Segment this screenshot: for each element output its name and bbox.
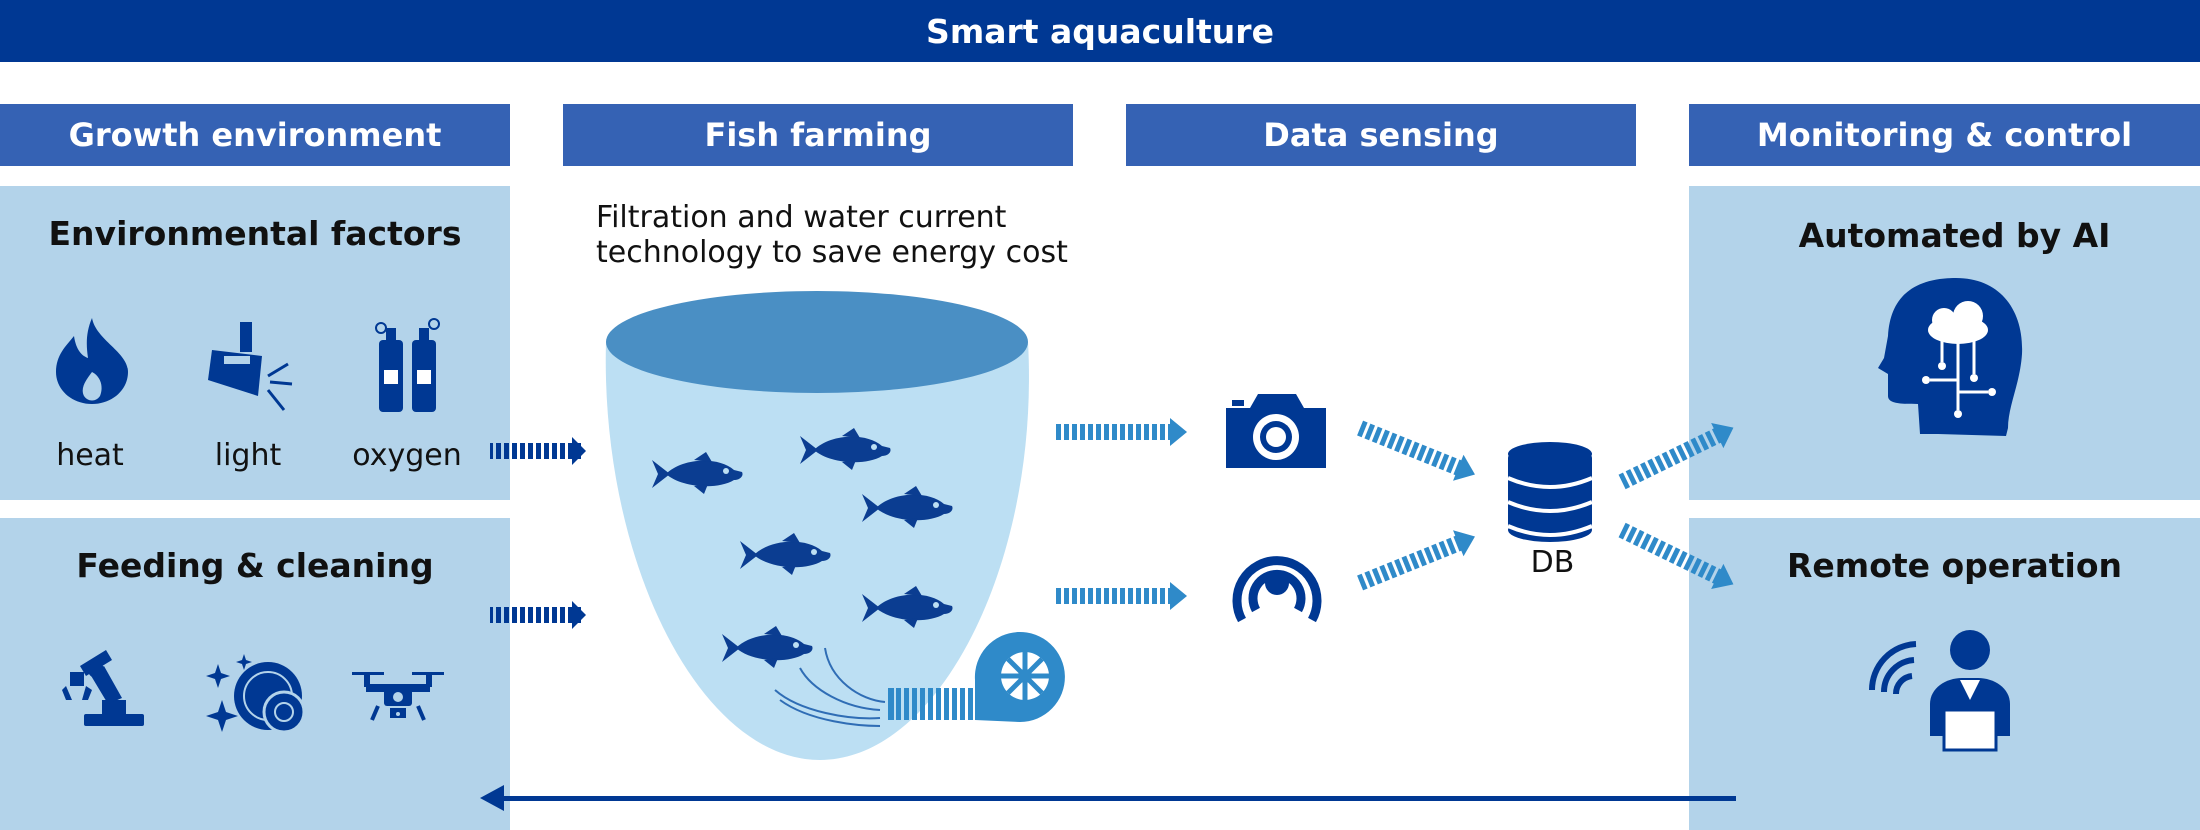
sonar-icon	[1232, 556, 1322, 623]
camera-icon	[1226, 394, 1326, 468]
fish-tank	[605, 291, 1029, 760]
remote-operation-panel: Remote operation	[1689, 518, 2200, 830]
feedback-arrow	[480, 785, 1736, 811]
column-header-monitoring: Monitoring & control	[1689, 104, 2200, 166]
light-label: light	[214, 438, 282, 473]
water-current-lines	[774, 647, 886, 727]
column-header-growth: Growth environment	[0, 104, 510, 166]
fish-icon	[800, 428, 891, 470]
fish-icon	[722, 626, 813, 668]
heat-label: heat	[56, 438, 124, 473]
caption-line-1: Filtration and water current	[596, 200, 1007, 235]
arrow-tank-to-sonar	[1055, 582, 1187, 610]
environmental-factors-title: Environmental factors	[48, 214, 462, 253]
fish-icon	[862, 486, 953, 528]
arrow-tank-to-camera	[1055, 418, 1187, 446]
pump-icon	[888, 632, 1065, 722]
caption-line-2: technology to save energy cost	[596, 235, 1068, 270]
ai-automation-panel: Automated by AI	[1689, 186, 2200, 500]
fish-icon	[740, 533, 831, 575]
arrow-sonar-to-db	[1357, 530, 1475, 591]
fish-icon	[652, 452, 743, 494]
column-header-fish-farming: Fish farming	[563, 104, 1073, 166]
feeding-cleaning-panel: Feeding & cleaning	[0, 518, 510, 830]
diagram-title: Smart aquaculture	[0, 0, 2200, 62]
database-icon	[1507, 442, 1593, 542]
arrow-camera-to-db	[1357, 420, 1475, 481]
fish-icon	[862, 586, 953, 628]
feeding-cleaning-title: Feeding & cleaning	[76, 546, 434, 585]
column-header-data-sensing: Data sensing	[1126, 104, 1636, 166]
fish-farming-caption: Filtration and water current technology …	[596, 200, 1068, 270]
database-label: DB	[1530, 545, 1575, 580]
remote-operation-title: Remote operation	[1787, 546, 2122, 585]
ai-automation-title: Automated by AI	[1798, 216, 2111, 255]
oxygen-label: oxygen	[352, 438, 462, 473]
